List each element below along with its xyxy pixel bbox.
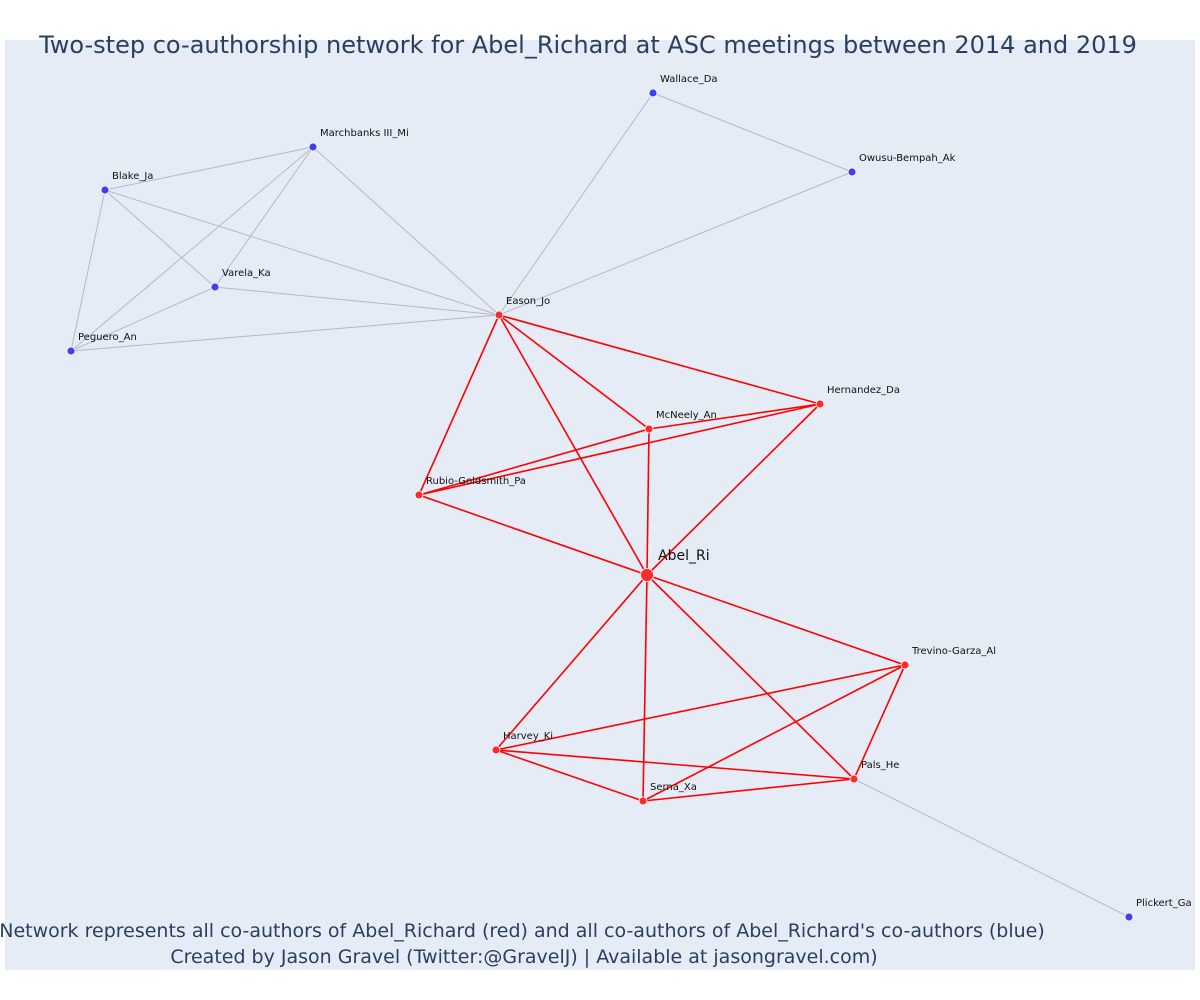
edge-hernandez-da-rubio-goldsmith-pa — [418, 403, 821, 496]
caption-line-2: Created by Jason Gravel (Twitter:@Gravel… — [170, 946, 877, 968]
node-pals-he[interactable] — [849, 774, 859, 784]
edge-trevino-garza-al-serna-xa — [642, 664, 906, 802]
node-label-harvey-ki: Harvey_Ki — [503, 731, 553, 742]
node-varela-ka[interactable] — [210, 282, 220, 292]
edge-mcneely-an-rubio-goldsmith-pa — [418, 428, 650, 496]
node-label-abel-ri: Abel_Ri — [658, 548, 710, 564]
edge-blake-ja-peguero-an — [70, 189, 106, 352]
plot-background — [5, 40, 1195, 970]
chart-title: Two-step co-authorship network for Abel_… — [38, 31, 1137, 59]
node-label-wallace-da: Wallace_Da — [660, 74, 718, 85]
node-wallace-da[interactable] — [648, 88, 658, 98]
edge-abel-ri-trevino-garza-al — [646, 574, 906, 666]
edge-eason-jo-rubio-goldsmith-pa — [418, 314, 500, 496]
labels-layer: Abel_Ri Eason_JoHernandez_DaMcNeely_AnRub… — [78, 74, 1192, 909]
edge-marchbanks-iii-mi-peguero-an — [70, 146, 314, 352]
node-label-mcneely-an: McNeely_An — [656, 410, 717, 421]
edge-abel-ri-eason-jo — [498, 314, 648, 576]
node-owusu-bempah-ak[interactable] — [847, 167, 857, 177]
edge-abel-ri-pals-he — [646, 574, 855, 780]
node-rubio-goldsmith-pa[interactable] — [414, 490, 424, 500]
node-hernandez-da[interactable] — [815, 399, 825, 409]
edge-abel-ri-serna-xa — [642, 574, 648, 802]
node-eason-jo[interactable] — [494, 310, 504, 320]
edge-pals-he-plickert-ga — [853, 778, 1130, 918]
node-label-blake-ja: Blake_Ja — [112, 171, 153, 182]
edge-marchbanks-iii-mi-blake-ja — [104, 146, 314, 191]
edge-eason-jo-marchbanks-iii-mi — [312, 146, 500, 316]
node-label-owusu-bempah-ak: Owusu-Bempah_Ak — [859, 153, 956, 164]
node-label-peguero-an: Peguero_An — [78, 332, 137, 343]
edge-eason-jo-hernandez-da — [498, 314, 821, 405]
node-label-serna-xa: Serna_Xa — [650, 782, 697, 793]
node-marchbanks-iii-mi[interactable] — [308, 142, 318, 152]
edge-wallace-da-owusu-bempah-ak — [652, 92, 853, 173]
node-serna-xa[interactable] — [638, 796, 648, 806]
edge-trevino-garza-al-harvey-ki — [495, 664, 906, 751]
node-label-hernandez-da: Hernandez_Da — [827, 385, 900, 396]
node-label-pals-he: Pals_He — [861, 760, 899, 771]
edge-blake-ja-varela-ka — [104, 189, 216, 288]
edge-abel-ri-mcneely-an — [646, 428, 650, 576]
caption-line-1: Network represents all co-authors of Abe… — [0, 920, 1045, 942]
edge-eason-jo-wallace-da — [498, 92, 654, 316]
node-trevino-garza-al[interactable] — [900, 660, 910, 670]
edge-eason-jo-peguero-an — [70, 314, 500, 352]
node-plickert-ga[interactable] — [1124, 912, 1134, 922]
edge-trevino-garza-al-pals-he — [853, 664, 906, 780]
edge-eason-jo-owusu-bempah-ak — [498, 171, 853, 316]
edge-harvey-ki-serna-xa — [495, 749, 644, 802]
node-blake-ja[interactable] — [100, 185, 110, 195]
edge-serna-xa-pals-he — [642, 778, 855, 802]
node-harvey-ki[interactable] — [491, 745, 501, 755]
node-mcneely-an[interactable] — [644, 424, 654, 434]
node-label-plickert-ga: Plickert_Ga — [1136, 898, 1192, 909]
edge-eason-jo-varela-ka — [214, 286, 500, 316]
edge-eason-jo-blake-ja — [104, 189, 500, 316]
node-label-rubio-goldsmith-pa: Rubio-Goldsmith_Pa — [426, 476, 526, 487]
edge-harvey-ki-pals-he — [495, 749, 855, 780]
node-label-trevino-garza-al: Trevino-Garza_Al — [911, 646, 996, 657]
edge-abel-ri-hernandez-da — [646, 403, 821, 576]
edge-varela-ka-peguero-an — [70, 286, 216, 352]
edges-layer — [70, 92, 1130, 918]
node-label-marchbanks-iii-mi: Marchbanks III_Mi — [320, 128, 409, 139]
edge-abel-ri-harvey-ki — [495, 574, 648, 751]
nodes-layer — [66, 88, 1134, 922]
edge-hernandez-da-mcneely-an — [648, 403, 821, 430]
node-label-varela-ka: Varela_Ka — [222, 268, 271, 279]
edge-abel-ri-rubio-goldsmith-pa — [418, 494, 648, 576]
edge-marchbanks-iii-mi-varela-ka — [214, 146, 314, 288]
node-label-eason-jo: Eason_Jo — [506, 296, 550, 307]
node-peguero-an[interactable] — [66, 346, 76, 356]
node-abel-ri[interactable] — [640, 568, 654, 582]
edge-eason-jo-mcneely-an — [498, 314, 650, 430]
